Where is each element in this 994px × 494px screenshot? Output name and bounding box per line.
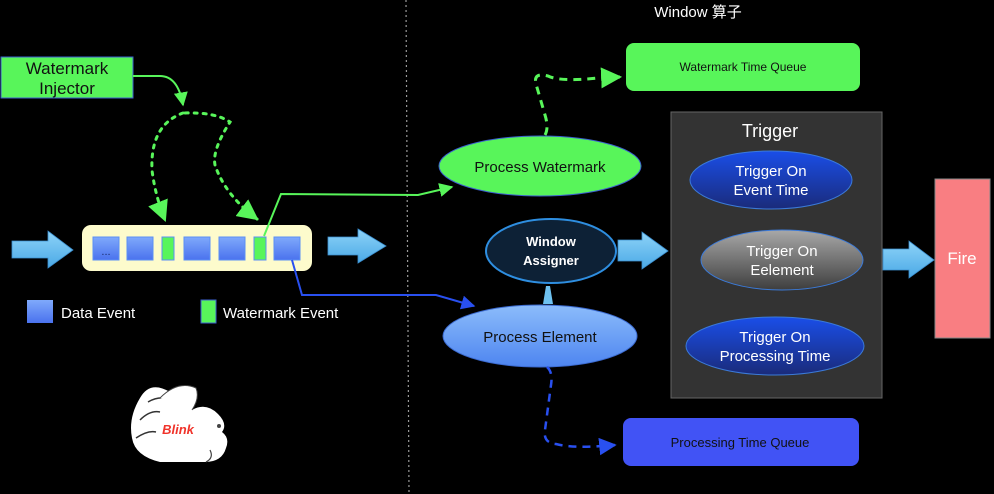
trigger-element-label-2: Eelement bbox=[750, 262, 814, 279]
queue-data-event bbox=[273, 236, 301, 261]
legend-watermark-swatch bbox=[200, 299, 217, 324]
watermark-time-queue[interactable] bbox=[626, 43, 860, 91]
trigger-event-time-node[interactable] bbox=[689, 150, 853, 210]
squirrel-logo-icon bbox=[131, 385, 228, 463]
window-assigner-label-1: Window bbox=[526, 234, 577, 249]
trigger-event-time-label-1: Trigger On bbox=[735, 163, 806, 180]
processing-queue-arrow bbox=[543, 366, 617, 456]
queue-output-arrow bbox=[327, 228, 387, 264]
watermark-queue-arrow bbox=[534, 67, 623, 136]
element-to-process-arrow bbox=[291, 259, 476, 310]
queue-data-event bbox=[218, 236, 246, 261]
queue-item-label: ... bbox=[101, 246, 110, 258]
input-flow-arrow bbox=[11, 230, 74, 269]
trigger-element-node[interactable] bbox=[700, 229, 864, 291]
process-element-label: Process Element bbox=[483, 329, 597, 346]
logo-text: Blink bbox=[162, 422, 195, 437]
watermark-to-process-arrow bbox=[263, 183, 454, 237]
window-assigner-label-2: Assigner bbox=[523, 253, 579, 268]
legend-data-swatch bbox=[27, 300, 53, 323]
page-title: Window 算子 bbox=[654, 3, 742, 21]
fire-label: Fire bbox=[947, 249, 976, 268]
assigner-to-trigger-arrow bbox=[617, 231, 669, 270]
legend-data-label: Data Event bbox=[61, 305, 136, 322]
section-divider bbox=[405, 0, 410, 494]
process-watermark-label: Process Watermark bbox=[474, 159, 606, 176]
queue-data-event bbox=[126, 236, 154, 261]
trigger-event-time-label-2: Event Time bbox=[733, 182, 808, 199]
watermark-injector-label-2: Injector bbox=[39, 79, 95, 98]
legend-watermark-label: Watermark Event bbox=[223, 305, 339, 322]
trigger-title: Trigger bbox=[742, 121, 798, 141]
queue-watermark-event bbox=[161, 236, 175, 261]
trigger-to-fire-arrow bbox=[882, 240, 935, 279]
watermark-insert-arrow-1 bbox=[148, 111, 185, 222]
watermark-time-queue-label: Watermark Time Queue bbox=[680, 60, 807, 74]
processing-time-queue-label: Processing Time Queue bbox=[671, 435, 810, 450]
trigger-processing-time-label-1: Trigger On bbox=[739, 329, 810, 346]
watermark-insert-arrow-2 bbox=[183, 111, 259, 221]
queue-data-event bbox=[92, 236, 120, 261]
queue-watermark-event bbox=[253, 236, 267, 261]
trigger-processing-time-label-2: Processing Time bbox=[720, 348, 831, 365]
processing-time-queue[interactable] bbox=[623, 418, 859, 466]
window-assigner-node[interactable] bbox=[485, 218, 617, 284]
process-element-node[interactable] bbox=[442, 304, 638, 368]
injector-arrow bbox=[133, 75, 188, 107]
event-queue-items: ... bbox=[92, 236, 301, 261]
watermark-injector-box[interactable] bbox=[0, 56, 134, 99]
fire-node[interactable] bbox=[934, 178, 991, 339]
process-watermark-node[interactable] bbox=[438, 135, 642, 197]
queue-data-event bbox=[183, 236, 211, 261]
trigger-element-label-1: Trigger On bbox=[746, 243, 817, 260]
element-to-assigner-link bbox=[543, 286, 553, 304]
trigger-processing-time-node[interactable] bbox=[685, 316, 865, 376]
watermark-injector-label-1: Watermark bbox=[26, 59, 109, 78]
